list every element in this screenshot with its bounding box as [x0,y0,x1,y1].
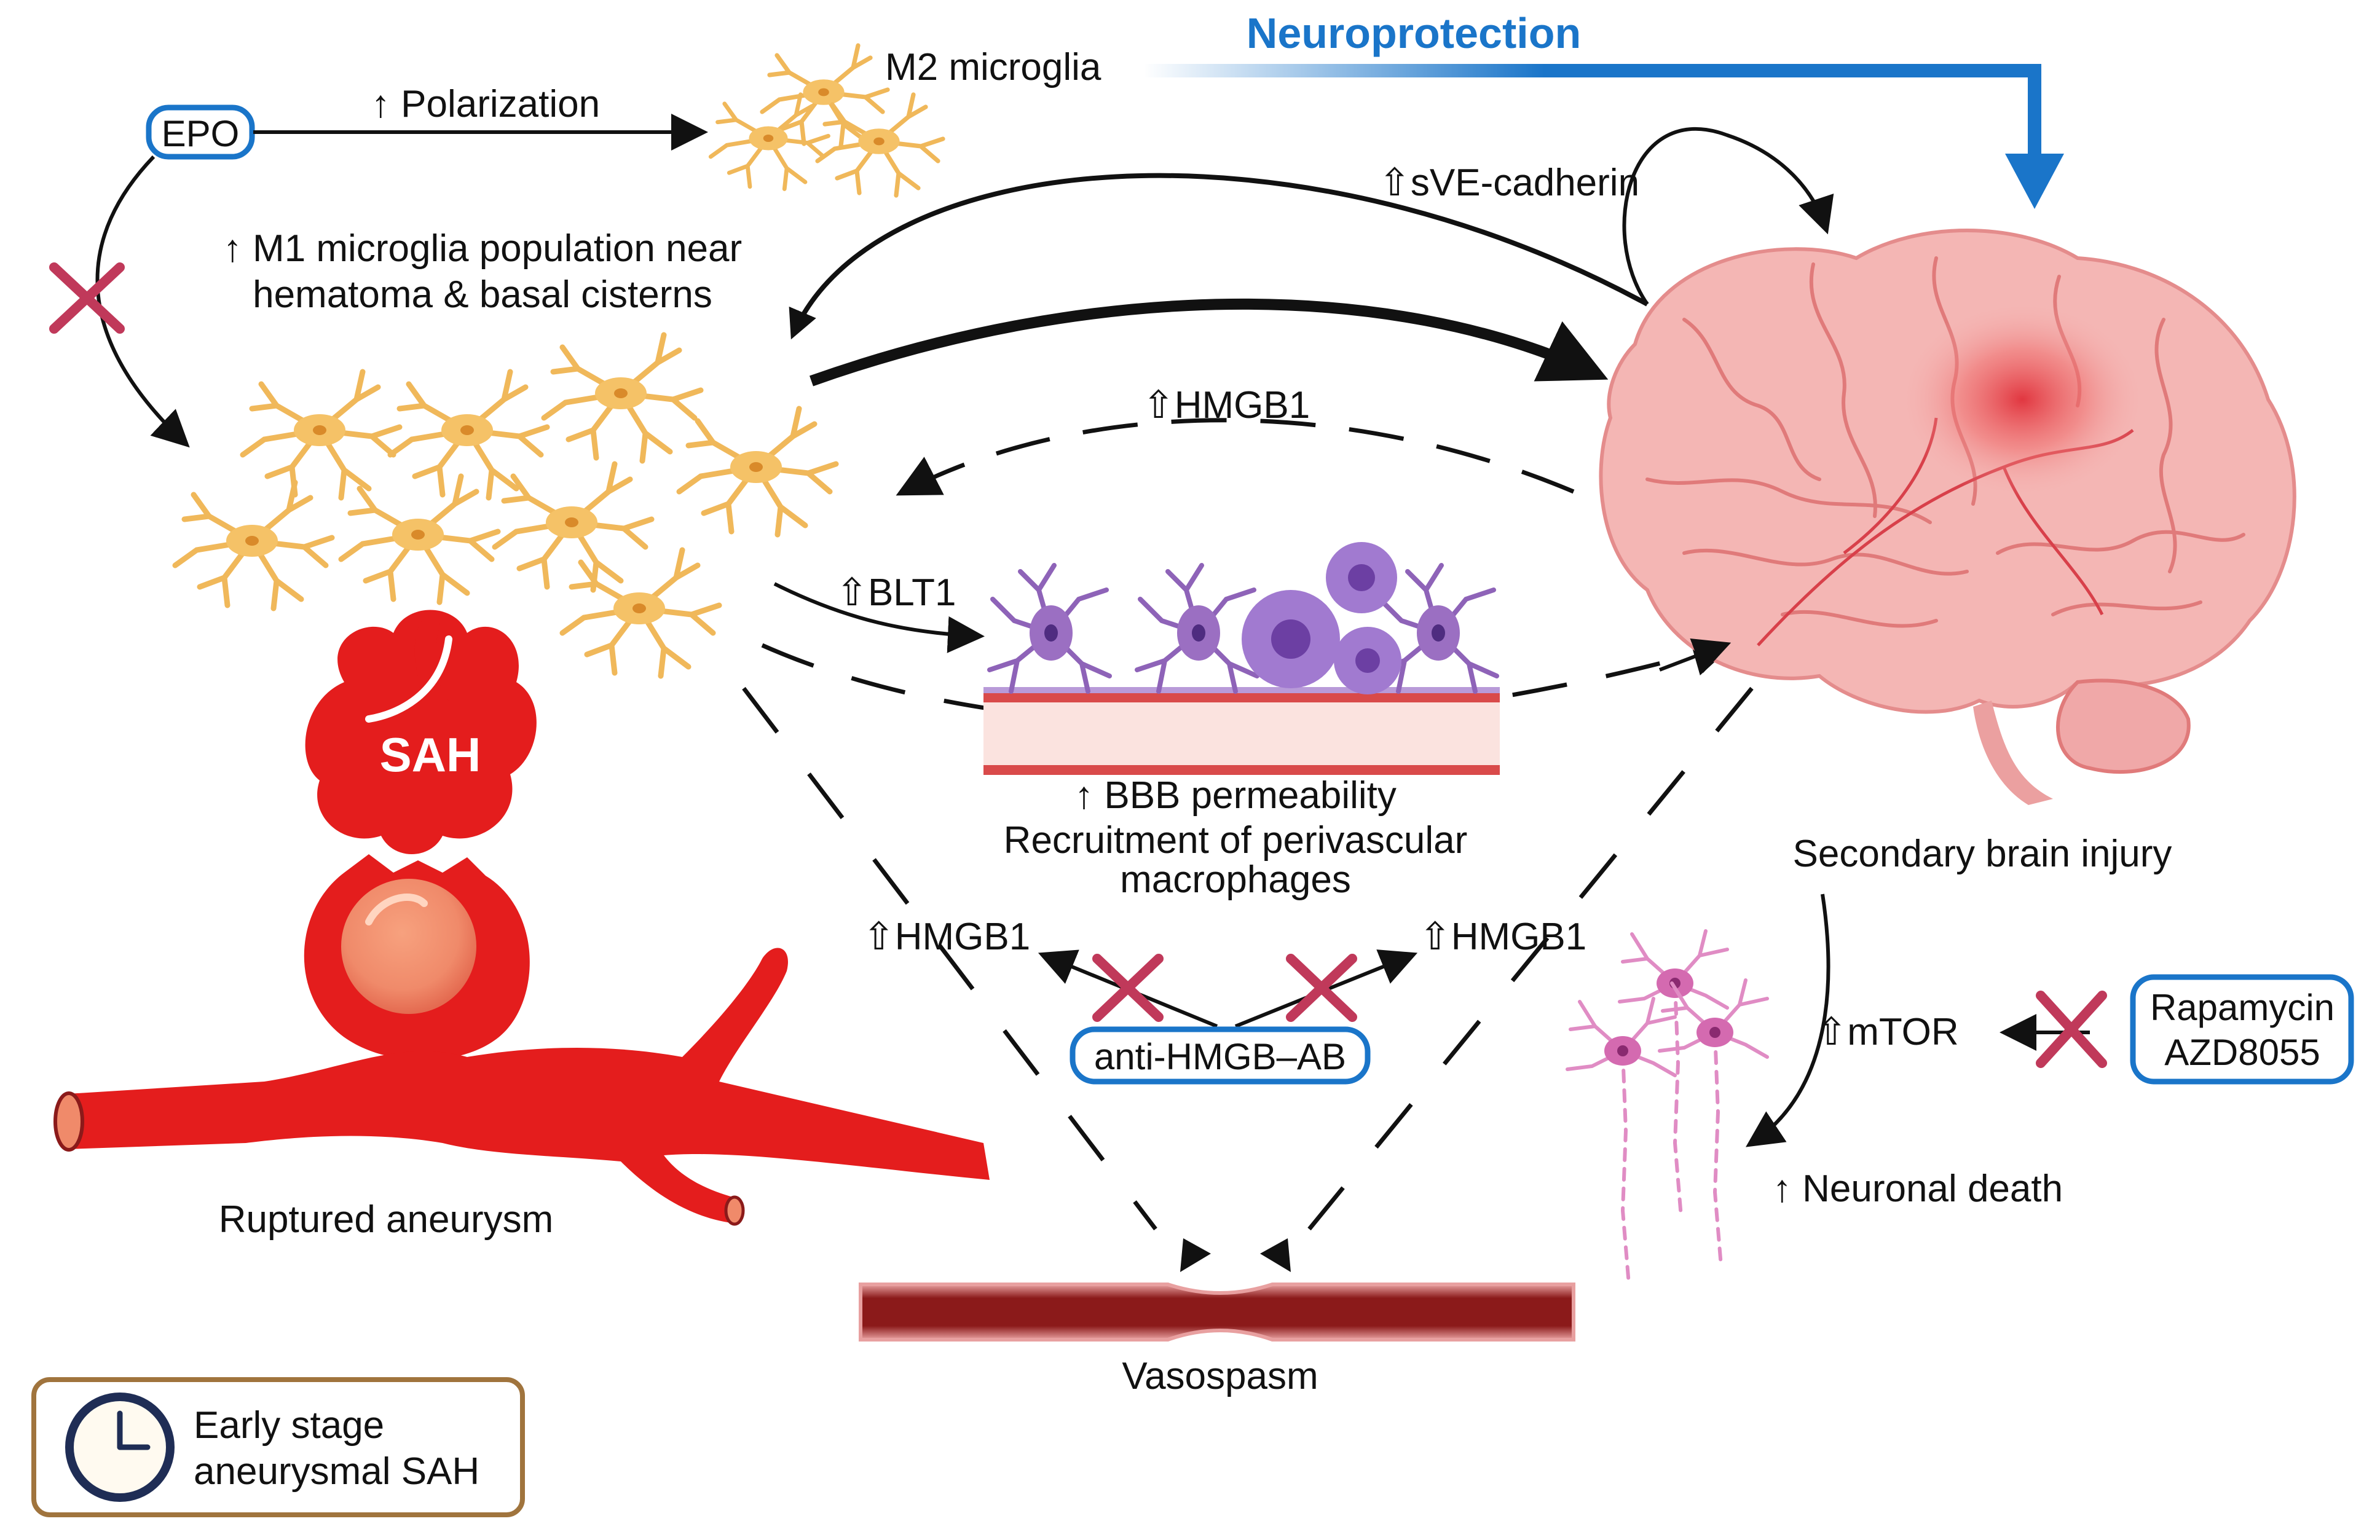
microglia-to-brain-arrow [809,298,1609,387]
m1-label-line1: ↑ M1 microglia population near [223,227,742,270]
azd-label: AZD8055 [2164,1032,2320,1073]
sah-label: SAH [380,728,481,782]
secondary-injury-label: Secondary brain injury [1793,833,2172,875]
epo-box [146,104,255,160]
blt1-label: ⇧BLT1 [836,572,956,614]
hmgb1-left-label: ⇧HMGB1 [863,916,1030,958]
dashed-tail-arrowhead [1658,638,1732,674]
inhibition-x-icon [1092,954,1357,1022]
m1-microglia-icon [175,335,836,676]
clock-icon [65,1393,175,1502]
mtor-label: ⇧mTOR [1815,1011,1958,1053]
rapamycin-box [2130,974,2354,1085]
brain-icon [1599,229,2296,805]
aneurysm-icon [53,610,990,1226]
anti-hmgb-box [1070,1026,1371,1085]
hmgb1-top-label: ⇧HMGB1 [1143,384,1310,426]
neuronal-death-label: ↑ Neuronal death [1773,1168,2063,1210]
hmgb1-top-dashed-arrow [896,418,1575,496]
early-stage-line1: Early stage [194,1404,384,1447]
bbb-label-line1: ↑ BBB permeability [1074,774,1397,817]
inhibition-x-icon [2036,991,2107,1068]
neuron-icon [1567,931,1767,1284]
neuroprotection-arrow [1143,64,2064,209]
sve-cadherin-arc [789,173,1649,340]
m2-microglia-label: M2 microglia [885,46,1101,88]
rapamycin-label: Rapamycin [2150,987,2335,1028]
secondary-injury-arrow [1746,894,1830,1147]
bbb-vessel-wall-icon [983,687,1500,775]
macrophage-icon [990,542,1497,694]
neuroprotection-label: Neuroprotection [1247,9,1581,57]
vasospasm-arrowhead-left [1180,1238,1211,1272]
polarization-label: ↑ Polarization [371,83,600,125]
epo-label: EPO [162,113,240,154]
vasospasm-arrowhead-right [1260,1238,1291,1272]
early-stage-line2: aneurysmal SAH [194,1450,479,1493]
ruptured-aneurysm-label: Ruptured aneurysm [219,1198,554,1241]
bbb-label-line2: Recruitment of perivascular [1004,819,1468,862]
hmgb1-right-label: ⇧HMGB1 [1419,916,1586,958]
sve-cadherin-loop [1622,127,1834,305]
bbb-label-line3: macrophages [1120,858,1351,901]
vasospasm-vessel-icon [859,1283,1575,1342]
right-dashed-line [1307,686,1754,1231]
left-dashed-line [742,686,1157,1231]
sve-cadherin-label: ⇧sVE-cadherin [1379,162,1639,204]
blt1-arrow [773,582,985,653]
m1-label-line2: hematoma & basal cisterns [253,273,712,316]
epo-inhibit-arrow [95,155,190,448]
anti-hmgb-label: anti-HMGB–AB [1094,1036,1346,1077]
vasospasm-label: Vasospasm [1122,1355,1318,1397]
inhibition-x-icon [49,262,125,334]
